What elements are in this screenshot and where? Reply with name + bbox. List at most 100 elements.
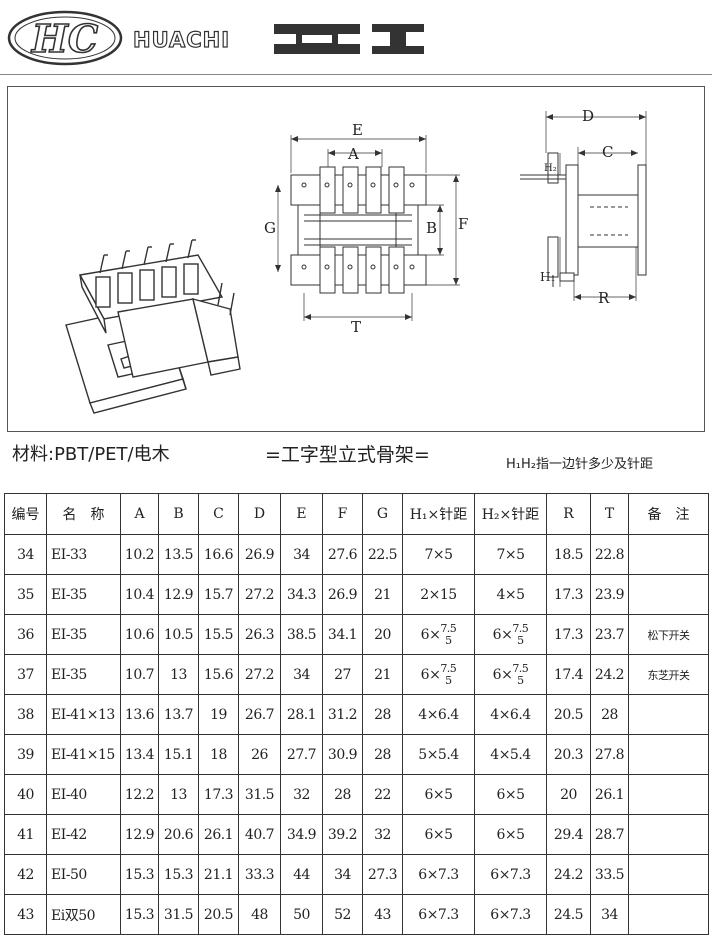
cell-g: 21 (362, 574, 403, 615)
cell-t: 26.1 (590, 774, 629, 815)
cell-g: 22 (362, 774, 403, 815)
cell-a: 12.9 (120, 814, 159, 855)
huachi-logo: HC (7, 10, 123, 66)
cell-b: 13 (158, 654, 199, 695)
cell-f: 27 (322, 654, 363, 695)
cell-a: 13.4 (120, 734, 159, 775)
dim-label-t: T (351, 318, 361, 336)
cell-f: 39.2 (322, 814, 363, 855)
cell-note (628, 534, 709, 575)
cell-a: 10.7 (120, 654, 159, 695)
cell-note (628, 814, 709, 855)
cell-e: 38.5 (280, 614, 323, 655)
cell-d: 26.3 (238, 614, 281, 655)
front-view (275, 135, 460, 321)
cell-g: 22.5 (362, 534, 403, 575)
cell-note (628, 774, 709, 815)
type-caption: =工字型立式骨架= (265, 444, 430, 466)
cell-d: 26.9 (238, 534, 281, 575)
column-header: G (362, 493, 403, 535)
column-header: 备 注 (628, 493, 709, 535)
cell-h1: 6×7.3 (402, 854, 475, 895)
cell-c: 20.5 (198, 894, 239, 935)
cell-r: 24.5 (546, 894, 591, 935)
cell-h2: 4×5 (474, 574, 547, 615)
cell-no: 40 (4, 774, 47, 815)
series-label: EI (272, 22, 274, 23)
cell-e: 34 (280, 654, 323, 695)
cell-b: 13.7 (158, 694, 199, 735)
cell-name: EI-35 (46, 654, 121, 695)
cell-f: 27.6 (322, 534, 363, 575)
cell-name: EI-41×13 (46, 694, 121, 735)
cell-no: 37 (4, 654, 47, 695)
column-header: E (280, 493, 323, 535)
cell-b: 12.9 (158, 574, 199, 615)
dim-label-b: B (426, 219, 437, 237)
cell-no: 43 (4, 894, 47, 935)
cell-e: 27.7 (280, 734, 323, 775)
cell-h2: 6×5 (474, 774, 547, 815)
cell-e: 50 (280, 894, 323, 935)
cell-f: 52 (322, 894, 363, 935)
cell-d: 40.7 (238, 814, 281, 855)
drawing-svg: E A G B F T D C H₂ H₁ R (65, 107, 647, 414)
cell-name: EI-35 (46, 574, 121, 615)
cell-e: 44 (280, 854, 323, 895)
cell-d: 26 (238, 734, 281, 775)
cell-note (628, 854, 709, 895)
cell-d: 31.5 (238, 774, 281, 815)
cell-c: 16.6 (198, 534, 239, 575)
cell-name: EI-41×15 (46, 734, 121, 775)
column-header: F (322, 493, 363, 535)
cell-t: 23.9 (590, 574, 629, 615)
cell-g: 27.3 (362, 854, 403, 895)
cell-a: 10.2 (120, 534, 159, 575)
cell-a: 12.2 (120, 774, 159, 815)
cell-no: 35 (4, 574, 47, 615)
cell-r: 20 (546, 774, 591, 815)
cell-r: 20.5 (546, 694, 591, 735)
cell-no: 41 (4, 814, 47, 855)
cell-b: 20.6 (158, 814, 199, 855)
dim-label-d: D (582, 107, 594, 125)
cell-no: 36 (4, 614, 47, 655)
cell-g: 28 (362, 734, 403, 775)
cell-t: 28 (590, 694, 629, 735)
cell-g: 32 (362, 814, 403, 855)
column-header: 名 称 (46, 493, 121, 535)
column-header: 编号 (4, 493, 47, 535)
cell-h2: 4×5.4 (474, 734, 547, 775)
dim-label-h2: H₂ (544, 163, 557, 174)
column-header: B (158, 493, 199, 535)
cell-name: EI-33 (46, 534, 121, 575)
cell-a: 15.3 (120, 894, 159, 935)
material-caption: 材料:PBT/PET/电木 (12, 444, 170, 465)
cell-c: 21.1 (198, 854, 239, 895)
cell-d: 48 (238, 894, 281, 935)
cell-h1: 6×5 (402, 774, 475, 815)
cell-h1: 6×7.3 (402, 894, 475, 935)
cell-t: 22.8 (590, 534, 629, 575)
cell-name: EI-42 (46, 814, 121, 855)
dim-label-a: A (347, 145, 359, 163)
cell-f: 34.1 (322, 614, 363, 655)
column-header: D (238, 493, 281, 535)
dim-label-g: G (264, 219, 276, 237)
cell-f: 34 (322, 854, 363, 895)
cell-a: 13.6 (120, 694, 159, 735)
cell-r: 18.5 (546, 534, 591, 575)
cell-d: 27.2 (238, 574, 281, 615)
dim-label-e: E (352, 121, 363, 139)
cell-t: 33.5 (590, 854, 629, 895)
brand-name: HUACHI (132, 27, 231, 52)
dim-label-f: F (458, 215, 468, 233)
cell-note (628, 894, 709, 935)
dim-label-h1: H₁ (540, 270, 555, 284)
